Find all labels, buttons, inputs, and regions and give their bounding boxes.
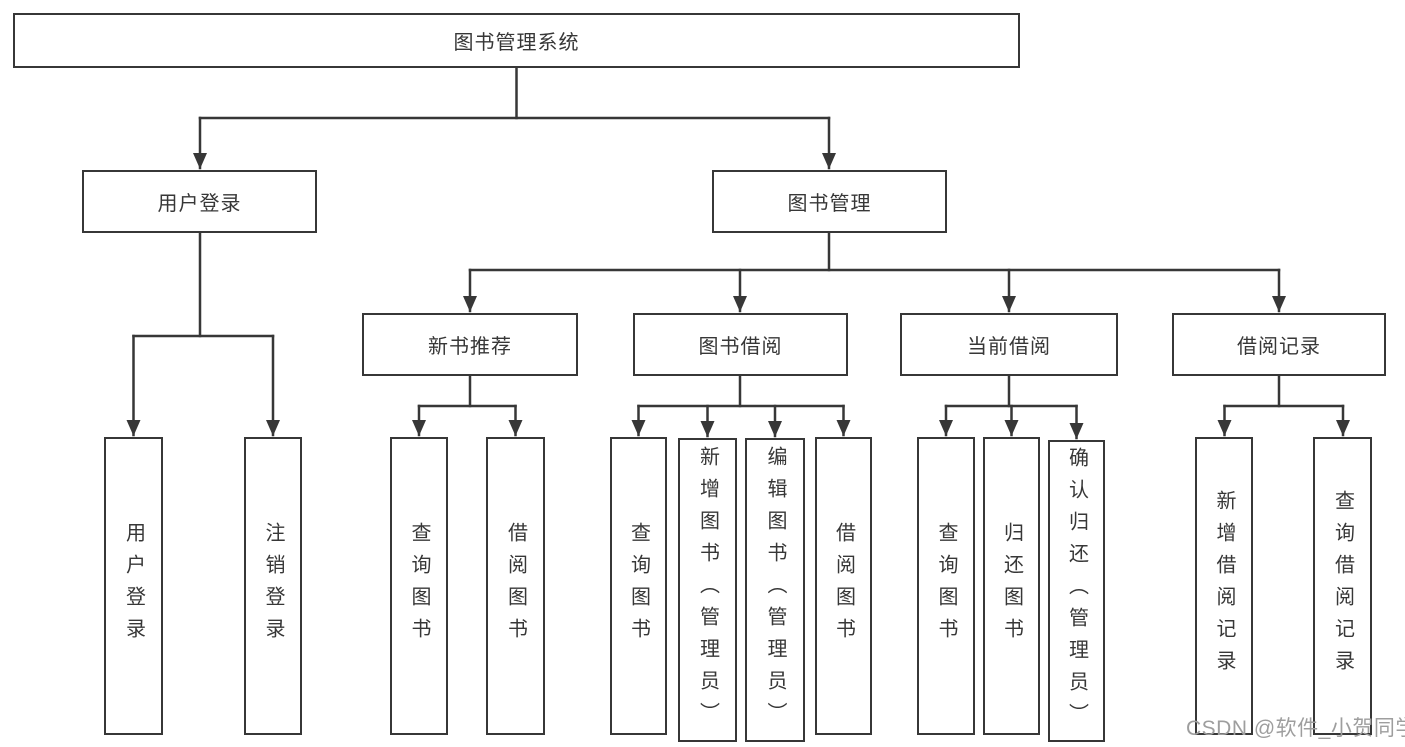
- node-label: 新书推荐: [428, 336, 512, 358]
- node-label: 归还图书: [1000, 522, 1023, 650]
- node-user-login: 用户登录: [82, 170, 317, 233]
- leaf-br-query-record: 查询借阅记录: [1313, 437, 1372, 735]
- node-label: 图书借阅: [698, 336, 783, 358]
- leaf-bb-add-books-admin: 新增图书（管理员）: [678, 438, 737, 742]
- leaf-cb-query-books: 查询图书: [917, 437, 975, 735]
- leaf-bb-query-books: 查询图书: [610, 437, 667, 735]
- leaf-br-add-record: 新增借阅记录: [1195, 437, 1253, 735]
- node-label: 借阅图书: [832, 522, 855, 650]
- leaf-logout: 注销登录: [244, 437, 302, 735]
- node-borrow-records: 借阅记录: [1172, 313, 1386, 376]
- leaf-nbr-query-books: 查询图书: [390, 437, 448, 735]
- node-label: 查询图书: [935, 522, 957, 650]
- node-library-system: 图书管理系统: [13, 13, 1020, 68]
- leaf-bb-edit-books-admin: 编辑图书（管理员）: [745, 438, 805, 742]
- node-label: 查询借阅记录: [1331, 490, 1354, 682]
- node-label: 用户登录: [157, 193, 242, 215]
- node-label: 确认归还（管理员）: [1065, 447, 1088, 735]
- node-label: 新增借阅记录: [1213, 490, 1235, 682]
- node-label: 借阅图书: [504, 522, 527, 650]
- node-label: 新增图书（管理员）: [696, 446, 719, 734]
- node-label: 用户登录: [122, 522, 145, 650]
- node-label: 当前借阅: [967, 336, 1051, 358]
- node-label: 编辑图书（管理员）: [764, 446, 786, 734]
- leaf-cb-return-books: 归还图书: [983, 437, 1040, 735]
- node-book-borrowing: 图书借阅: [633, 313, 848, 376]
- leaf-user-login: 用户登录: [104, 437, 163, 735]
- node-new-book-recommend: 新书推荐: [362, 313, 578, 376]
- node-book-management: 图书管理: [712, 170, 947, 233]
- node-label: 图书管理: [787, 193, 872, 215]
- leaf-bb-borrow-books: 借阅图书: [815, 437, 872, 735]
- node-label: 查询图书: [627, 522, 650, 650]
- leaf-cb-confirm-return-admin: 确认归还（管理员）: [1048, 440, 1105, 742]
- node-label: 借阅记录: [1237, 336, 1321, 358]
- csdn-watermark: CSDN @软件_小贺同学: [1186, 717, 1405, 740]
- node-label: 图书管理系统: [453, 32, 580, 54]
- node-label: 查询图书: [408, 522, 430, 650]
- leaf-nbr-borrow-books: 借阅图书: [486, 437, 545, 735]
- node-current-borrowing: 当前借阅: [900, 313, 1118, 376]
- node-label: 注销登录: [262, 522, 284, 650]
